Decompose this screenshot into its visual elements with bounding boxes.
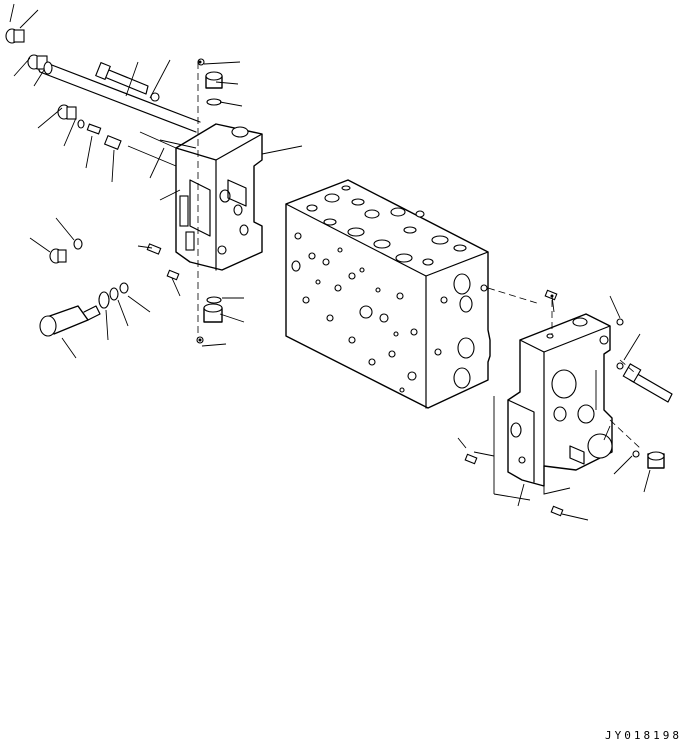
oring-small-left [73,238,83,250]
reference-dots [198,60,554,342]
small-screw-c [146,243,162,255]
tie-bolt-long [38,61,201,133]
right-end-cover-assembly [457,289,673,521]
side-face-ports [434,273,488,389]
oring-c [119,282,129,294]
bolt-right [616,362,673,403]
oring-a [98,291,110,309]
pressure-cartridge [39,305,101,337]
plug-stack-top [197,58,223,106]
top-face-ports [306,185,467,266]
plug-left-3 [57,104,85,129]
assembly-axis-center [487,287,541,305]
plug-left-2 [27,54,53,75]
plug-left-mid [49,248,67,264]
left-end-cover-assembly [5,3,303,359]
assembly-axis-right [551,300,641,449]
plug-top-left [5,28,25,44]
plug-right-bottom [632,450,665,469]
front-face-ports [291,232,418,393]
small-screw-a [86,123,102,135]
small-plug-b [103,134,122,150]
bolt-center [95,61,160,102]
left-end-cover-body [127,123,263,271]
drawing-code: JY018198 [605,729,682,742]
leaders-left [9,3,303,359]
main-valve-body [285,179,541,409]
small-screw-d [166,269,180,281]
oring-b [109,287,119,301]
plug-stack-bottom [196,296,223,344]
leaders-right [457,295,651,521]
